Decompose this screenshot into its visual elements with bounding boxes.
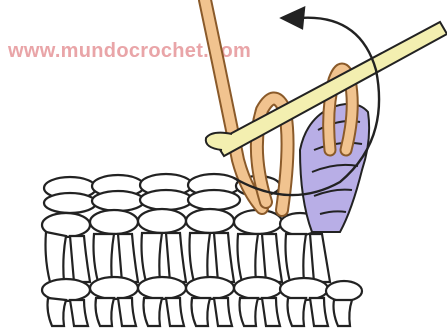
middle-row — [42, 209, 330, 282]
bottom-row — [42, 277, 362, 326]
